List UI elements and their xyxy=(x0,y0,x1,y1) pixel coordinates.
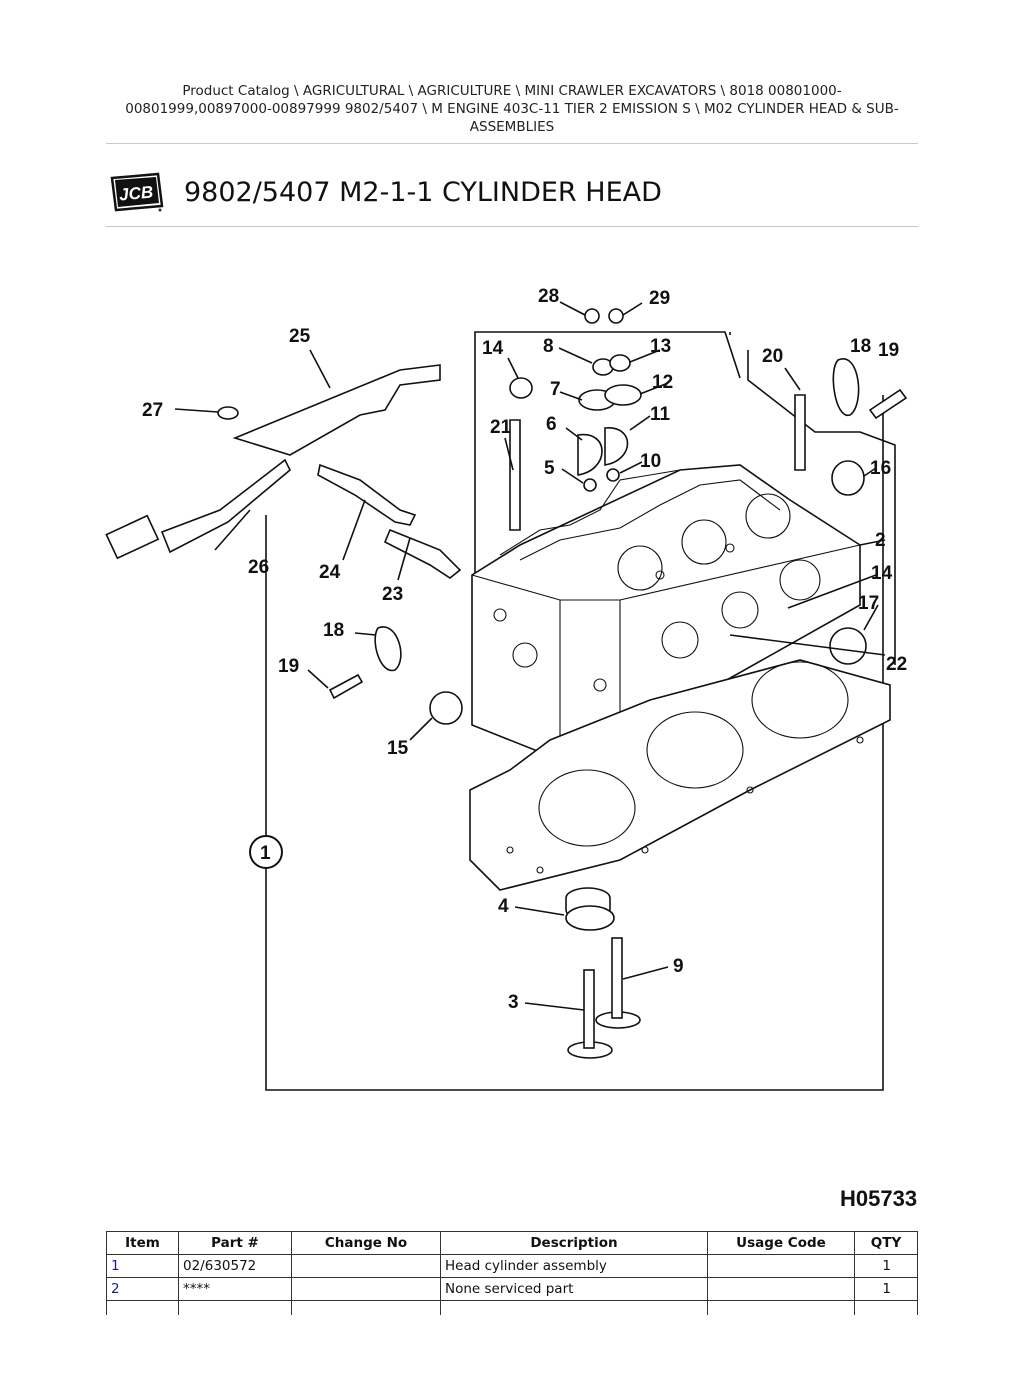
header-change-no: Change No xyxy=(291,1231,441,1255)
breadcrumb-line-1: Product Catalog \ AGRICULTURAL \ AGRICUL… xyxy=(182,83,842,99)
part-29 xyxy=(608,308,624,324)
part-number: **** xyxy=(178,1277,292,1301)
callout-9: 9 xyxy=(673,956,684,977)
quantity: 1 xyxy=(854,1254,918,1278)
callout-23: 23 xyxy=(382,584,403,605)
part-10 xyxy=(606,468,620,482)
parts-table: Item Part # Change No Description Usage … xyxy=(106,1231,918,1315)
breadcrumb-line-2: 00801999,00897000-00897999 9802/5407 \ M… xyxy=(125,101,899,117)
page-title: 9802/5407 M2-1-1 CYLINDER HEAD xyxy=(184,177,662,208)
description: None serviced part xyxy=(440,1277,708,1301)
breadcrumb-line-3: ASSEMBLIES xyxy=(469,119,555,135)
part-21 xyxy=(509,419,521,531)
part-28 xyxy=(584,308,600,324)
callout-13: 13 xyxy=(650,336,671,357)
callout-18a: 18 xyxy=(850,336,871,357)
part-11 xyxy=(604,427,629,466)
callout-12: 12 xyxy=(652,372,673,393)
part-17 xyxy=(829,627,867,665)
callout-8: 8 xyxy=(543,336,554,357)
callout-20: 20 xyxy=(762,346,783,367)
part-18a xyxy=(832,358,860,416)
glow-plug xyxy=(317,463,417,526)
header-divider xyxy=(106,143,918,144)
item-link[interactable]: 1 xyxy=(106,1254,179,1278)
callout-28: 28 xyxy=(538,286,559,307)
table-row: 2 **** None serviced part 1 xyxy=(106,1277,918,1301)
table-header-row: Item Part # Change No Description Usage … xyxy=(106,1231,918,1255)
title-divider xyxy=(106,226,918,227)
exploded-parts-diagram: 1 2 3 4 5 6 7 8 9 10 11 12 13 14 14 15 1… xyxy=(105,286,908,1091)
callout-3: 3 xyxy=(508,992,519,1013)
change-no xyxy=(291,1277,441,1301)
support-rail xyxy=(232,364,441,456)
callout-21: 21 xyxy=(490,417,512,438)
callout-7: 7 xyxy=(550,379,561,400)
part-12 xyxy=(604,384,642,406)
callout-25: 25 xyxy=(289,326,311,347)
table-row-partial xyxy=(106,1300,918,1315)
callout-19a: 19 xyxy=(878,340,899,361)
callout-2: 2 xyxy=(875,530,886,551)
callout-4: 4 xyxy=(498,896,509,917)
callout-19b: 19 xyxy=(278,656,299,677)
callout-10: 10 xyxy=(640,451,661,472)
callout-circle-1 xyxy=(249,835,283,869)
part-14a xyxy=(509,377,533,399)
callout-labels: 1 2 3 4 5 6 7 8 9 10 11 12 13 14 14 15 1… xyxy=(142,286,907,1013)
head-gasket xyxy=(469,659,891,891)
change-no xyxy=(291,1254,441,1278)
header-qty: QTY xyxy=(854,1231,918,1255)
part-6 xyxy=(577,433,603,476)
item-link[interactable]: 2 xyxy=(106,1277,179,1301)
callout-11: 11 xyxy=(650,404,671,425)
leader-lines xyxy=(174,301,886,1011)
svg-text:JCB: JCB xyxy=(118,183,154,205)
part-4 xyxy=(565,905,615,931)
quantity: 1 xyxy=(854,1277,918,1301)
callout-22: 22 xyxy=(886,654,907,675)
usage-code xyxy=(707,1277,855,1301)
callout-6: 6 xyxy=(546,414,557,435)
callout-24: 24 xyxy=(319,562,341,583)
header-description: Description xyxy=(440,1231,708,1255)
callout-27: 27 xyxy=(142,400,163,421)
part-13 xyxy=(609,354,631,372)
part-16 xyxy=(831,460,865,496)
callout-29: 29 xyxy=(649,288,670,309)
injector xyxy=(383,528,462,579)
header-part-number: Part # xyxy=(178,1231,292,1255)
callout-14b: 14 xyxy=(871,563,893,584)
part-20 xyxy=(794,394,806,471)
figure-code: H05733 xyxy=(840,1186,918,1211)
part-18b xyxy=(374,626,402,672)
part-19a xyxy=(868,388,908,420)
table-row: 1 02/630572 Head cylinder assembly 1 xyxy=(106,1254,918,1278)
glow-plug-lead xyxy=(160,458,291,554)
callout-1: 1 xyxy=(260,843,271,864)
callout-15: 15 xyxy=(387,738,409,759)
part-27 xyxy=(217,406,239,420)
connector xyxy=(105,514,160,560)
header-usage-code: Usage Code xyxy=(707,1231,855,1255)
jcb-logo: JCB xyxy=(110,172,164,212)
usage-code xyxy=(707,1254,855,1278)
callout-26: 26 xyxy=(248,557,269,578)
breadcrumb: Product Catalog \ AGRICULTURAL \ AGRICUL… xyxy=(106,82,918,136)
callout-16: 16 xyxy=(870,458,891,479)
part-number: 02/630572 xyxy=(178,1254,292,1278)
header-item: Item xyxy=(106,1231,179,1255)
callout-18b: 18 xyxy=(323,620,344,641)
part-15 xyxy=(429,691,463,725)
callout-17: 17 xyxy=(858,593,879,614)
part-5 xyxy=(583,478,597,492)
description: Head cylinder assembly xyxy=(440,1254,708,1278)
part-19b xyxy=(328,673,364,700)
callout-14a: 14 xyxy=(482,338,504,359)
callout-5: 5 xyxy=(544,458,555,479)
